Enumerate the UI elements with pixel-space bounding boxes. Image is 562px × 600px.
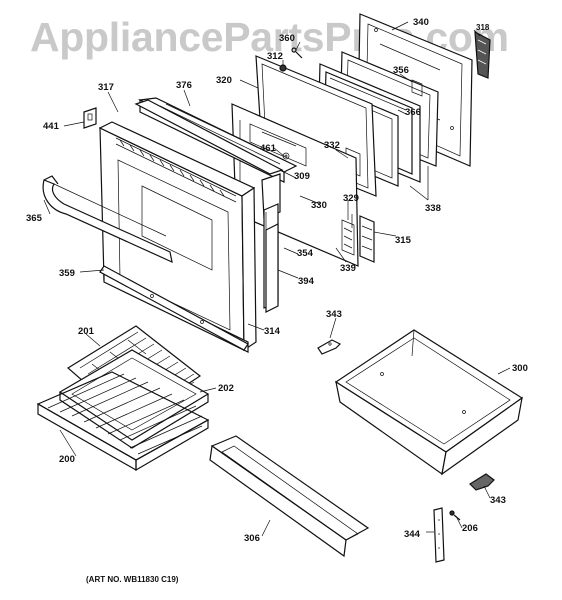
callout-320: 320 (216, 75, 232, 86)
callout-461: 461 (260, 143, 276, 154)
callout-200: 200 (59, 454, 75, 465)
callout-201: 201 (78, 326, 94, 337)
drawer-front-panel (209, 435, 370, 558)
callout-300: 300 (512, 363, 528, 374)
callout-202: 202 (218, 383, 234, 394)
door-side-strip (265, 223, 279, 313)
callout-354: 354 (297, 248, 313, 259)
callout-318: 318 (476, 23, 490, 32)
callout-332: 332 (324, 140, 340, 151)
art-number-caption: (ART NO. WB11830 C19) (86, 575, 179, 584)
screw-360 (291, 47, 303, 59)
door-handle (42, 175, 173, 264)
drawer-clip-lower (469, 473, 495, 491)
callout-309: 309 (294, 171, 310, 182)
storage-drawer (334, 329, 524, 476)
callout-366: 366 (405, 107, 421, 118)
callout-441: 441 (43, 121, 59, 132)
callout-343-lower: 343 (490, 495, 506, 506)
callout-314: 314 (264, 326, 280, 337)
callout-356: 356 (393, 65, 409, 76)
callout-306: 306 (244, 533, 260, 544)
drawer-slide-rail (433, 507, 445, 563)
door-gasket (474, 30, 491, 79)
callout-359: 359 (59, 268, 75, 279)
callout-360: 360 (279, 33, 295, 44)
callout-394: 394 (298, 276, 314, 287)
callout-206: 206 (462, 523, 478, 534)
broiler-pan (58, 349, 210, 449)
oven-rack (36, 371, 210, 472)
screw-206 (449, 510, 461, 521)
callout-315: 315 (395, 235, 411, 246)
door-latch (83, 107, 97, 129)
callout-365: 365 (26, 213, 42, 224)
door-hinge-side (359, 215, 375, 263)
callout-344: 344 (404, 529, 420, 540)
callout-338: 338 (425, 203, 441, 214)
callout-329: 329 (343, 193, 359, 204)
callout-376: 376 (176, 80, 192, 91)
callout-343-upper: 343 (326, 309, 342, 320)
callout-339: 339 (340, 263, 356, 274)
callout-330: 330 (311, 200, 327, 211)
callout-340: 340 (413, 17, 429, 28)
drawer-clip-upper (317, 339, 342, 355)
callout-312: 312 (267, 51, 283, 62)
callout-leader-lines (43, 21, 511, 537)
callout-317: 317 (98, 82, 114, 93)
